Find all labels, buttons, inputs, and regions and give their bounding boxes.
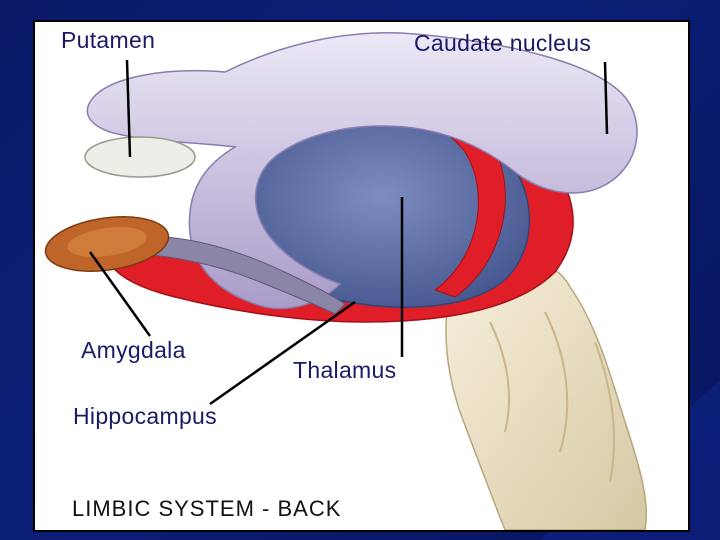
label-thalamus: Thalamus <box>293 359 396 382</box>
label-hippocampus: Hippocampus <box>73 405 217 428</box>
label-amygdala: Amygdala <box>81 339 186 362</box>
figure-caption: LIMBIC SYSTEM - BACK <box>72 498 341 520</box>
putamen <box>85 137 195 177</box>
brain-illustration <box>35 22 688 530</box>
limbic-system-figure: Putamen Caudate nucleus Amygdala Thalamu… <box>33 20 690 532</box>
label-putamen: Putamen <box>61 29 155 52</box>
label-caudate-nucleus: Caudate nucleus <box>414 32 591 55</box>
